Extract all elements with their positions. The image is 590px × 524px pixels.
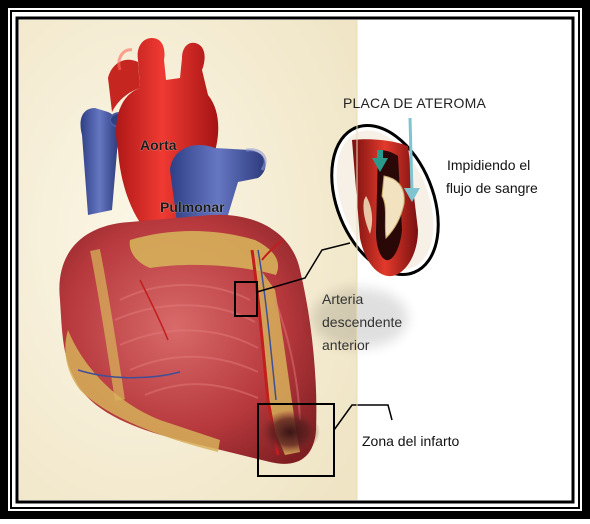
label-arteria-line1: Arteria xyxy=(322,291,363,307)
label-placa-de-ateroma: PLACA DE ATEROMA xyxy=(343,95,486,111)
label-zona-del-infarto: Zona del infarto xyxy=(362,433,459,449)
label-pulmonar: Pulmonar xyxy=(160,199,225,215)
infarct-area xyxy=(260,410,320,454)
label-arteria-line3: anterior xyxy=(322,337,369,353)
label-arteria-line2: descendente xyxy=(322,314,402,330)
label-impidiendo-line2: flujo de sangre xyxy=(446,180,538,196)
label-impidiendo-line1: Impidiendo el xyxy=(447,157,530,173)
label-aorta: Aorta xyxy=(140,137,177,153)
